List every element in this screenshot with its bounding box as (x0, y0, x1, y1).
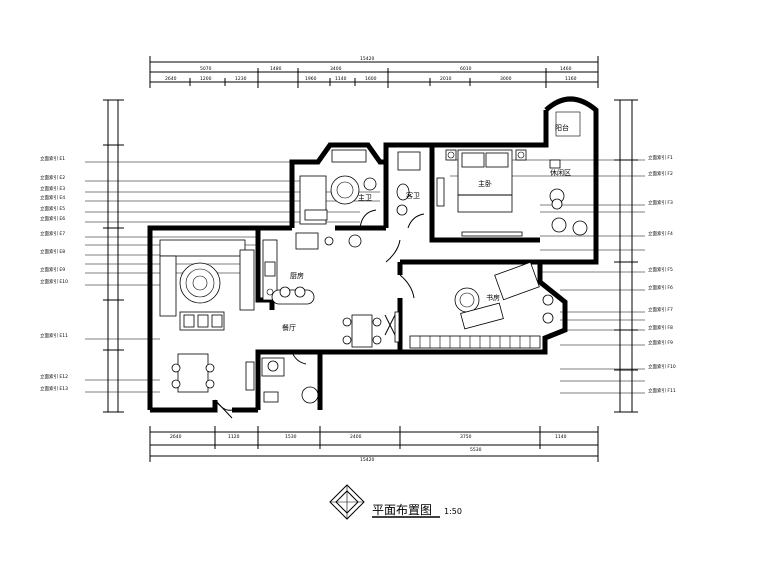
dining-table-center (342, 311, 400, 348)
doors (214, 209, 425, 419)
left-dimension-lines (103, 99, 124, 413)
svg-text:立面索引 F1: 立面索引 F1 (648, 154, 673, 161)
svg-text:立面索引 E8: 立面索引 E8 (40, 248, 65, 255)
svg-text:5530: 5530 (470, 447, 482, 453)
svg-text:立面索引 F7: 立面索引 F7 (648, 306, 673, 313)
svg-text:3400: 3400 (330, 66, 342, 72)
svg-text:立面索引 F9: 立面索引 F9 (648, 339, 673, 346)
svg-text:1600: 1600 (365, 76, 377, 82)
room-label-bath-guest: 客卫 (406, 191, 420, 200)
svg-text:15420: 15420 (360, 56, 374, 62)
svg-text:立面索引 E6: 立面索引 E6 (40, 215, 65, 222)
svg-text:立面索引 F5: 立面索引 F5 (648, 266, 673, 273)
svg-text:5070: 5070 (200, 66, 212, 72)
guest-bath-fixtures (396, 151, 445, 216)
svg-text:立面索引 F6: 立面索引 F6 (648, 284, 673, 291)
svg-text:2640: 2640 (165, 76, 177, 82)
room-label-study: 书房 (486, 293, 500, 302)
north-compass-icon (329, 484, 365, 520)
room-label-balcony: 阳台 (555, 123, 569, 132)
main-bath-fixtures (299, 149, 377, 225)
dining-table-left (171, 353, 255, 393)
svg-text:1960: 1960 (305, 76, 317, 82)
room-label-dining: 餐厅 (282, 323, 296, 332)
title-block: 平面布置图 1:50 (329, 484, 462, 520)
room-label-master-bed: 主卧 (478, 179, 492, 188)
svg-text:2640: 2640 (170, 434, 182, 440)
svg-text:6010: 6010 (460, 66, 472, 72)
room-labels: 厨房 餐厅 主卫 客卫 主卧 休闲区 阳台 书房 (282, 123, 571, 332)
svg-text:立面索引 F4: 立面索引 F4 (648, 230, 673, 237)
drawing-title: 平面布置图 (372, 503, 432, 517)
svg-text:立面索引 F11: 立面索引 F11 (648, 387, 676, 394)
svg-text:立面索引 E13: 立面索引 E13 (40, 385, 68, 392)
leisure-area-furniture (549, 111, 588, 236)
svg-text:1140: 1140 (555, 434, 567, 440)
svg-text:3000: 3000 (500, 76, 512, 82)
right-dimension-lines (614, 99, 638, 413)
svg-text:15420: 15420 (360, 457, 374, 463)
svg-text:立面索引 E5: 立面索引 E5 (40, 205, 65, 212)
room-label-leisure: 休闲区 (550, 168, 571, 177)
room-label-kitchen: 厨房 (290, 271, 304, 280)
svg-text:立面索引 E7: 立面索引 E7 (40, 230, 65, 237)
svg-text:立面索引 E10: 立面索引 E10 (40, 278, 68, 285)
svg-text:立面索引 F10: 立面索引 F10 (648, 363, 676, 370)
svg-text:立面索引 E12: 立面索引 E12 (40, 373, 68, 380)
room-label-bath-main: 主卫 (358, 193, 372, 202)
living-room-furniture (159, 239, 255, 331)
svg-text:立面索引 E3: 立面索引 E3 (40, 185, 65, 192)
svg-text:1120: 1120 (228, 434, 240, 440)
study-furniture (409, 261, 554, 349)
annotation-tags: 立面索引 E1 立面索引 E2 立面索引 E3 立面索引 E4 立面索引 E5 … (40, 154, 676, 394)
svg-text:3750: 3750 (460, 434, 472, 440)
svg-text:立面索引 E1: 立面索引 E1 (40, 155, 65, 162)
svg-text:2010: 2010 (440, 76, 452, 82)
svg-text:立面索引 E2: 立面索引 E2 (40, 174, 65, 181)
svg-text:立面索引 E11: 立面索引 E11 (40, 332, 68, 339)
svg-text:1200: 1200 (200, 76, 212, 82)
bottom-dimension-lines: 2640 1120 1530 2400 3750 1140 5530 15420 (149, 426, 599, 463)
svg-text:2400: 2400 (350, 434, 362, 440)
lower-bath-fixtures (261, 357, 319, 404)
top-dimension-lines: 15420 5070 1480 3400 6010 1460 2640 1200… (149, 56, 599, 88)
svg-text:1160: 1160 (565, 76, 577, 82)
svg-text:1480: 1480 (270, 66, 282, 72)
svg-text:立面索引 F3: 立面索引 F3 (648, 199, 673, 206)
kitchen-furniture (262, 232, 362, 305)
svg-text:立面索引 E9: 立面索引 E9 (40, 266, 65, 273)
svg-text:立面索引 F8: 立面索引 F8 (648, 324, 673, 331)
master-bedroom-furniture (445, 149, 527, 237)
svg-text:1140: 1140 (335, 76, 347, 82)
svg-text:立面索引 F2: 立面索引 F2 (648, 170, 673, 177)
svg-text:1460: 1460 (560, 66, 572, 72)
svg-text:1530: 1530 (285, 434, 297, 440)
drawing-scale: 1:50 (444, 507, 462, 516)
svg-text:1230: 1230 (235, 76, 247, 82)
svg-text:立面索引 E4: 立面索引 E4 (40, 194, 65, 201)
